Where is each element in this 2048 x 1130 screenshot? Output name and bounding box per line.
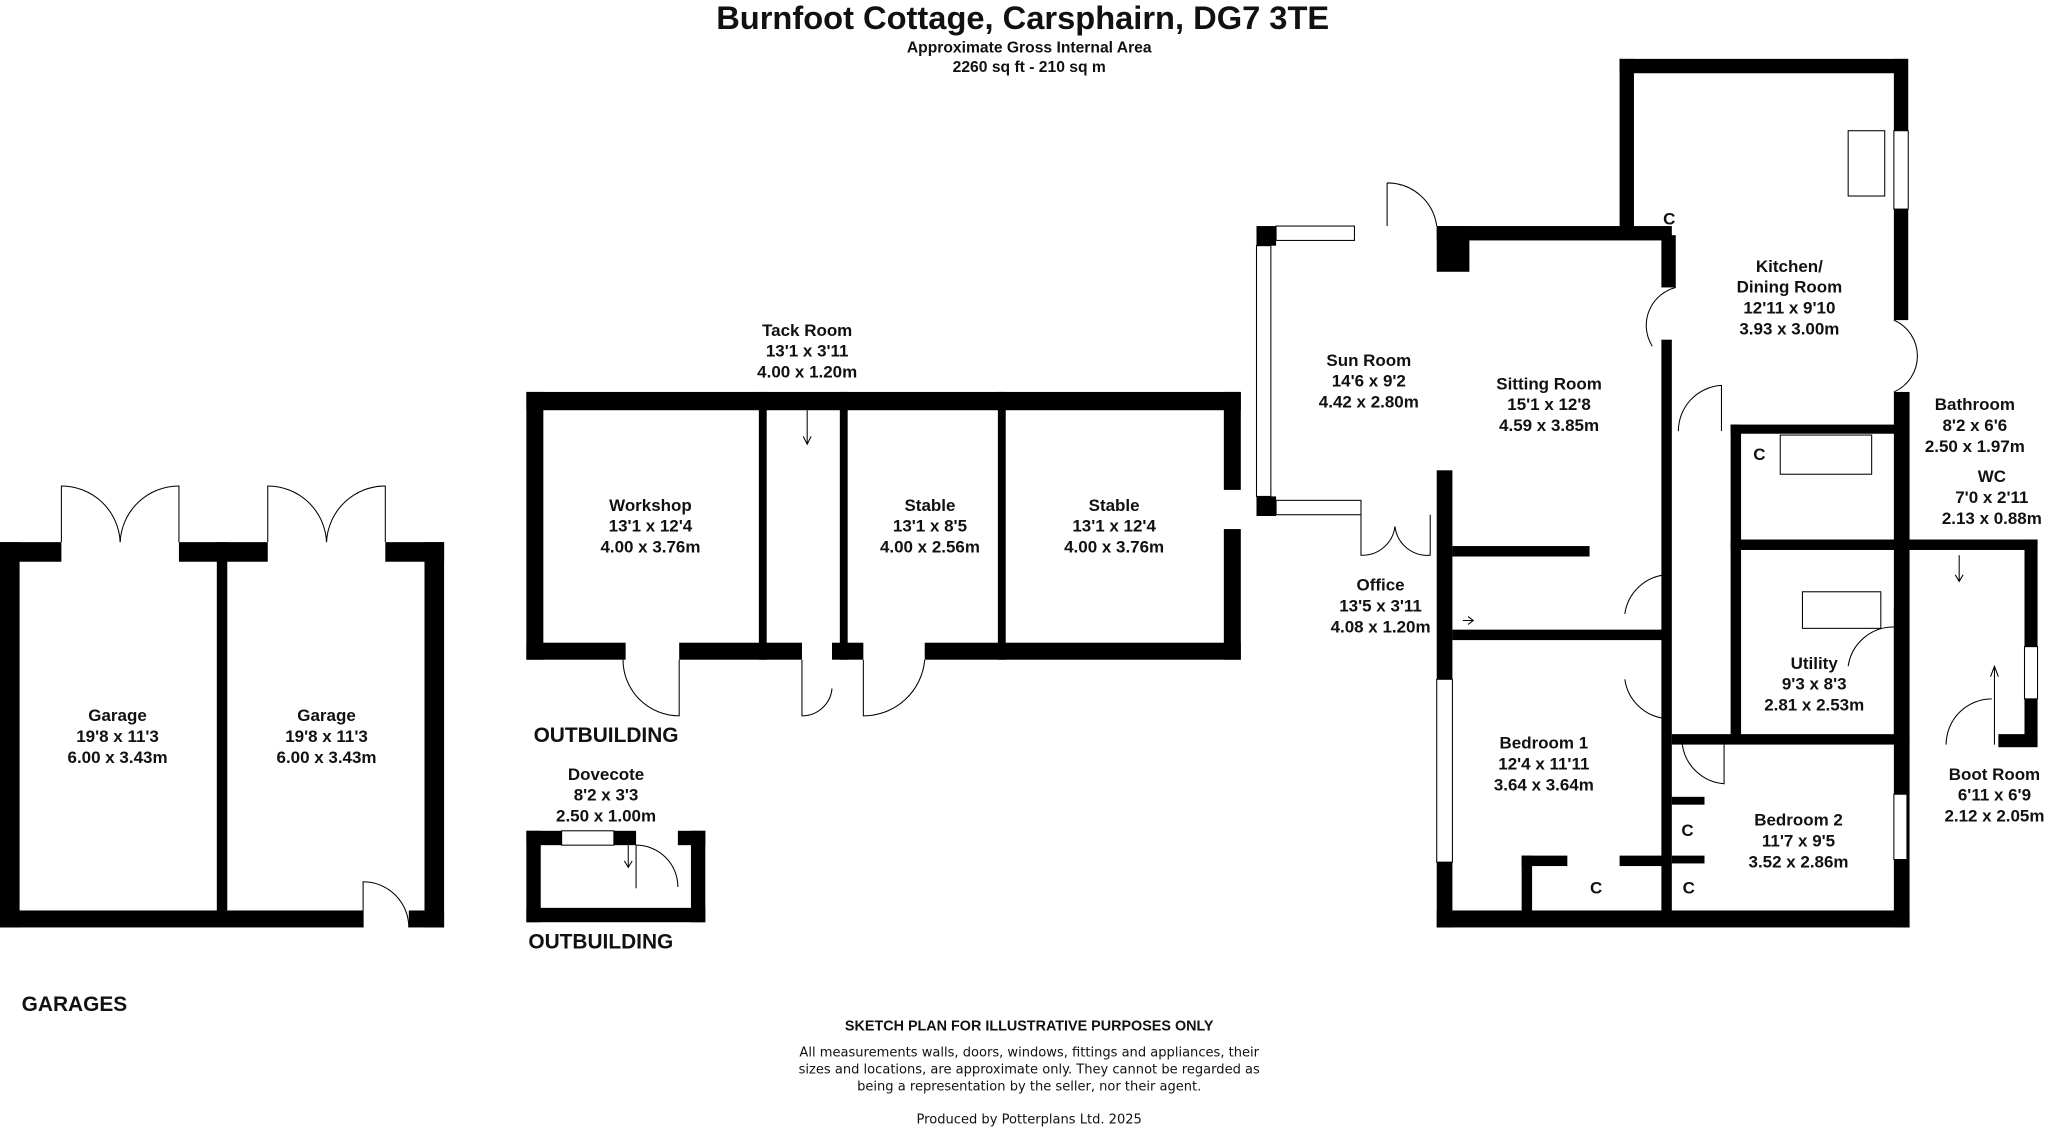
svg-text:12'11 x 9'10: 12'11 x 9'10 bbox=[1743, 299, 1835, 318]
svg-text:C: C bbox=[1683, 878, 1695, 897]
room-bedroom-2: Bedroom 2 11'7 x 9'5 3.52 x 2.86m bbox=[1749, 811, 1849, 872]
svg-text:Kitchen/: Kitchen/ bbox=[1756, 257, 1823, 276]
svg-text:C: C bbox=[1590, 878, 1602, 897]
svg-text:4.42 x 2.80m: 4.42 x 2.80m bbox=[1319, 393, 1419, 412]
svg-text:6.00 x 3.43m: 6.00 x 3.43m bbox=[277, 748, 377, 767]
room-sitting-room: Sitting Room 15'1 x 12'8 4.59 x 3.85m bbox=[1496, 374, 1602, 435]
room-tack-room: Tack Room 13'1 x 3'11 4.00 x 1.20m bbox=[757, 321, 857, 382]
svg-text:13'1 x 8'5: 13'1 x 8'5 bbox=[893, 517, 967, 536]
producer-credit: Produced by Potterplans Ltd. 2025 bbox=[917, 1112, 1142, 1127]
svg-text:Office: Office bbox=[1357, 575, 1405, 594]
svg-text:3.64 x 3.64m: 3.64 x 3.64m bbox=[1494, 775, 1594, 794]
garages-block bbox=[0, 485, 445, 928]
room-sun-room: Sun Room 14'6 x 9'2 4.42 x 2.80m bbox=[1319, 351, 1419, 412]
svg-text:13'1 x 12'4: 13'1 x 12'4 bbox=[609, 517, 693, 536]
svg-text:Bedroom 2: Bedroom 2 bbox=[1754, 811, 1843, 830]
svg-text:2.13 x 0.88m: 2.13 x 0.88m bbox=[1942, 509, 2042, 528]
svg-text:4.00 x 1.20m: 4.00 x 1.20m bbox=[757, 363, 857, 382]
disclaimer-line-2: sizes and locations, are approximate onl… bbox=[799, 1063, 1260, 1078]
plan-title: Burnfoot Cottage, Carsphairn, DG7 3TE bbox=[716, 0, 1329, 36]
dovecote-block bbox=[526, 830, 706, 923]
disclaimer-line-1: All measurements walls, doors, windows, … bbox=[799, 1046, 1259, 1061]
svg-text:Bathroom: Bathroom bbox=[1935, 395, 2015, 414]
plan-subtitle: Approximate Gross Internal Area bbox=[907, 39, 1152, 56]
svg-text:8'2 x 6'6: 8'2 x 6'6 bbox=[1943, 416, 2008, 435]
svg-text:2.81 x 2.53m: 2.81 x 2.53m bbox=[1764, 696, 1864, 715]
disclaimer-heading: SKETCH PLAN FOR ILLUSTRATIVE PURPOSES ON… bbox=[845, 1019, 1214, 1035]
disclaimer-line-3: being a representation by the seller, no… bbox=[857, 1080, 1201, 1095]
svg-text:12'4 x 11'11: 12'4 x 11'11 bbox=[1498, 754, 1589, 773]
svg-text:Utility: Utility bbox=[1791, 654, 1839, 673]
svg-text:13'1 x 3'11: 13'1 x 3'11 bbox=[766, 342, 849, 361]
svg-text:Stable: Stable bbox=[904, 496, 955, 515]
svg-text:11'7 x 9'5: 11'7 x 9'5 bbox=[1762, 831, 1835, 850]
svg-text:4.08 x 1.20m: 4.08 x 1.20m bbox=[1331, 617, 1431, 636]
svg-text:2.50 x 1.00m: 2.50 x 1.00m bbox=[556, 807, 656, 826]
svg-text:2.12 x 2.05m: 2.12 x 2.05m bbox=[1944, 807, 2044, 826]
svg-text:C: C bbox=[1753, 445, 1765, 464]
outbuilding-block bbox=[526, 391, 1241, 717]
svg-text:Sun Room: Sun Room bbox=[1326, 351, 1411, 370]
garage-door-icon bbox=[60, 485, 410, 928]
room-boot-room: Boot Room 6'11 x 6'9 2.12 x 2.05m bbox=[1944, 765, 2044, 826]
svg-text:13'1 x 12'4: 13'1 x 12'4 bbox=[1072, 517, 1156, 536]
svg-text:19'8 x 11'3: 19'8 x 11'3 bbox=[285, 727, 368, 746]
svg-text:Garage: Garage bbox=[88, 706, 146, 725]
svg-text:4.00 x 2.56m: 4.00 x 2.56m bbox=[880, 538, 980, 557]
section-label-outbuilding-2: OUTBUILDING bbox=[528, 930, 673, 953]
svg-text:4.00 x 3.76m: 4.00 x 3.76m bbox=[600, 538, 700, 557]
svg-text:C: C bbox=[1663, 210, 1675, 229]
svg-text:Workshop: Workshop bbox=[609, 496, 692, 515]
svg-text:8'2 x 3'3: 8'2 x 3'3 bbox=[574, 786, 639, 805]
svg-text:Stable: Stable bbox=[1089, 496, 1140, 515]
svg-text:15'1 x 12'8: 15'1 x 12'8 bbox=[1507, 395, 1591, 414]
svg-text:9'3 x 8'3: 9'3 x 8'3 bbox=[1782, 675, 1847, 694]
door-icon bbox=[1360, 182, 1999, 785]
room-bedroom-1: Bedroom 1 12'4 x 11'11 3.64 x 3.64m bbox=[1494, 734, 1594, 795]
plan-area: 2260 sq ft - 210 sq m bbox=[953, 59, 1106, 76]
cupboard-labels: C C C C C bbox=[1590, 210, 1766, 898]
room-bathroom: Bathroom 8'2 x 6'6 2.50 x 1.97m bbox=[1925, 395, 2025, 456]
svg-text:Boot Room: Boot Room bbox=[1949, 765, 2040, 784]
svg-text:6.00 x 3.43m: 6.00 x 3.43m bbox=[68, 748, 168, 767]
svg-text:13'5 x 3'11: 13'5 x 3'11 bbox=[1339, 596, 1422, 615]
svg-text:7'0 x 2'11: 7'0 x 2'11 bbox=[1955, 488, 2028, 507]
room-stable-2: Stable 13'1 x 12'4 4.00 x 3.76m bbox=[1064, 496, 1164, 557]
svg-text:Dining Room: Dining Room bbox=[1737, 278, 1843, 297]
room-utility: Utility 9'3 x 8'3 2.81 x 2.53m bbox=[1764, 654, 1864, 715]
room-wc: WC 7'0 x 2'11 2.13 x 0.88m bbox=[1942, 467, 2042, 528]
svg-text:14'6 x 9'2: 14'6 x 9'2 bbox=[1332, 372, 1406, 391]
svg-text:Dovecote: Dovecote bbox=[568, 765, 644, 784]
house-block bbox=[1255, 58, 2039, 928]
svg-text:Sitting Room: Sitting Room bbox=[1496, 374, 1602, 393]
room-kitchen: Kitchen/ Dining Room 12'11 x 9'10 3.93 x… bbox=[1737, 257, 1843, 339]
svg-text:3.93 x 3.00m: 3.93 x 3.00m bbox=[1739, 319, 1839, 338]
svg-text:WC: WC bbox=[1978, 467, 2006, 486]
svg-text:Tack Room: Tack Room bbox=[762, 321, 852, 340]
room-stable-1: Stable 13'1 x 8'5 4.00 x 2.56m bbox=[880, 496, 980, 557]
section-label-garages: GARAGES bbox=[22, 993, 128, 1016]
svg-text:Garage: Garage bbox=[297, 706, 355, 725]
svg-text:4.00 x 3.76m: 4.00 x 3.76m bbox=[1064, 538, 1164, 557]
svg-text:3.52 x 2.86m: 3.52 x 2.86m bbox=[1749, 852, 1849, 871]
section-label-outbuilding: OUTBUILDING bbox=[534, 724, 679, 747]
room-garage-2: Garage 19'8 x 11'3 6.00 x 3.43m bbox=[277, 706, 377, 767]
room-office: Office 13'5 x 3'11 4.08 x 1.20m bbox=[1331, 575, 1431, 636]
svg-text:C: C bbox=[1681, 821, 1693, 840]
svg-text:2.50 x 1.97m: 2.50 x 1.97m bbox=[1925, 437, 2025, 456]
room-workshop: Workshop 13'1 x 12'4 4.00 x 3.76m bbox=[600, 496, 700, 557]
svg-text:6'11 x 6'9: 6'11 x 6'9 bbox=[1958, 786, 2031, 805]
svg-text:4.59 x 3.85m: 4.59 x 3.85m bbox=[1499, 416, 1599, 435]
room-dovecote: Dovecote 8'2 x 3'3 2.50 x 1.00m bbox=[556, 765, 656, 826]
svg-text:Bedroom 1: Bedroom 1 bbox=[1500, 734, 1589, 753]
door-icon bbox=[622, 410, 926, 717]
svg-text:19'8 x 11'3: 19'8 x 11'3 bbox=[76, 727, 159, 746]
room-garage-1: Garage 19'8 x 11'3 6.00 x 3.43m bbox=[68, 706, 168, 767]
